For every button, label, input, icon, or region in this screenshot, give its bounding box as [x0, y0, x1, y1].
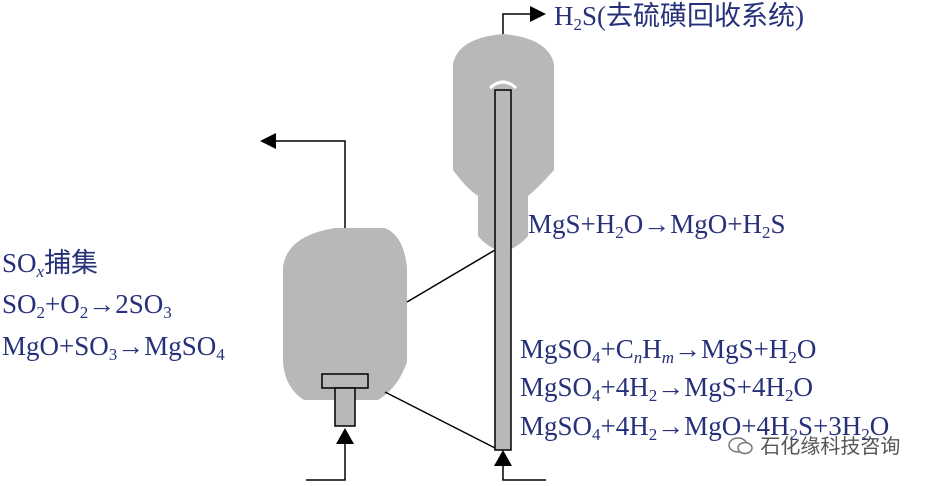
formula-text: MgSO [520, 411, 593, 441]
left-vent-arrow [260, 133, 276, 149]
formula-text: +4H [600, 372, 649, 402]
formula-subscript: 2 [573, 15, 583, 34]
distributor-cap [321, 373, 369, 389]
formula-subscript: 2 [36, 303, 46, 322]
formula-subscript: n [633, 348, 643, 367]
formula-subscript: 4 [592, 425, 601, 444]
sox-capture-equation-2: MgO+SO3→MgSO4 [2, 331, 225, 364]
top-product-label: H2S(去硫磺回收系统) [554, 1, 804, 34]
formula-subscript: 2 [785, 386, 794, 405]
formula-text: MgS+H [528, 209, 616, 239]
formula-text: O [869, 411, 890, 441]
formula-text: O [793, 372, 814, 402]
watermark-text: 石化缘科技咨询 [760, 434, 901, 458]
formula-subscript: 2 [861, 425, 870, 444]
formula-subscript: 3 [108, 345, 118, 364]
formula-text: MgSO [520, 334, 593, 364]
formula-subscript: 3 [163, 303, 172, 322]
wechat-icon [728, 437, 753, 455]
riser-tube [494, 89, 512, 451]
riser-inlet-arrow [494, 450, 512, 466]
feed-nozzle [334, 387, 356, 427]
formula-subscript: m [661, 348, 675, 367]
left-vent-line [270, 140, 346, 228]
formula-subscript: 2 [788, 348, 797, 367]
formula-subscript: 2 [615, 223, 624, 242]
formula-subscript: 2 [761, 223, 771, 242]
formula-subscript: 4 [216, 345, 225, 364]
formula-subscript: 2 [648, 425, 658, 444]
sox-capture-equation-1: SO2+O2→2SO3 [2, 289, 172, 322]
formula-subscript: 2 [789, 425, 799, 444]
sox-capture-title: SOx捕集 [2, 248, 99, 281]
left-inlet-line [306, 444, 346, 481]
top-outlet-arrow [530, 6, 546, 22]
formula-text: →2SO [88, 289, 164, 319]
top-outlet-line [502, 13, 532, 34]
formula-text: O→MgO+H [623, 209, 762, 239]
formula-text: SO [2, 248, 37, 278]
formula-subscript: 2 [648, 386, 658, 405]
formula-text: →MgS+H [674, 334, 789, 364]
reducer-equation-2: MgSO4+4H2→MgS+4H2O [520, 372, 814, 405]
regenerator-equation: MgS+H2O→MgO+H2S [528, 209, 786, 242]
formula-text: S(去硫磺回收系统) [582, 1, 804, 31]
formula-text: →MgS+4H [657, 372, 786, 402]
riser-inlet-line [502, 466, 546, 481]
reducer-equation-1: MgSO4+CnHm→MgS+H2O [520, 334, 817, 367]
formula-text: MgSO [520, 372, 593, 402]
left-inlet-arrow [336, 428, 354, 444]
formula-subscript: x [36, 262, 45, 281]
formula-text: H [554, 1, 574, 31]
formula-text: +C [600, 334, 634, 364]
sox-capture-vessel [283, 228, 407, 400]
formula-text: +O [45, 289, 80, 319]
formula-text: →MgSO [117, 331, 217, 361]
formula-subscript: 4 [592, 386, 601, 405]
formula-text: MgO+SO [2, 331, 109, 361]
formula-text: S+3H [798, 411, 862, 441]
transfer-line-upper [406, 249, 496, 303]
reducer-equation-3: MgSO4+4H2→MgO+4H2S+3H2O [520, 411, 890, 444]
formula-text: +4H [600, 411, 649, 441]
formula-subscript: 2 [79, 303, 89, 322]
watermark: 石化缘科技咨询 [728, 430, 900, 459]
formula-text: 捕集 [44, 248, 99, 278]
formula-text: →MgO+4H [657, 411, 790, 441]
transfer-line-lower [384, 391, 496, 449]
formula-subscript: 4 [592, 348, 601, 367]
riser-outlet [488, 80, 518, 90]
formula-text: SO [2, 289, 37, 319]
formula-text: H [642, 334, 662, 364]
formula-text: S [770, 209, 786, 239]
formula-text: O [796, 334, 817, 364]
